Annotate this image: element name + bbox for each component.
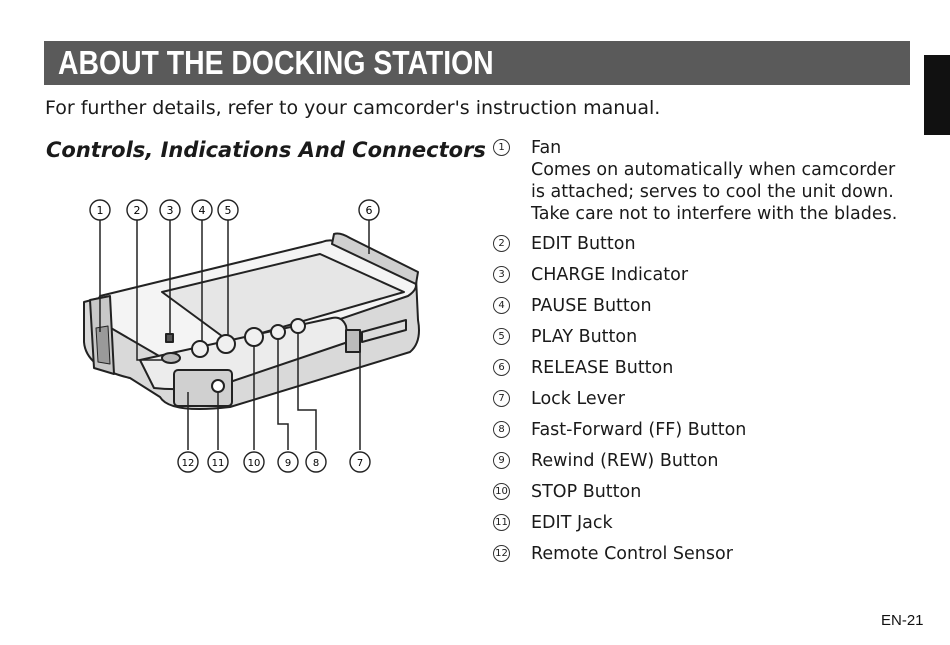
legend-label: PLAY Button [531,327,638,347]
legend-item: 9 Rewind (REW) Button [493,450,913,472]
legend-label: EDIT Jack [531,513,613,533]
callout-2-label: 2 [134,204,141,217]
legend-label: Remote Control Sensor [531,544,733,564]
callout-9: 9 [277,451,299,473]
docking-station-illustration [83,232,420,410]
legend-item: 6 RELEASE Button [493,357,913,379]
legend-label: Rewind (REW) Button [531,451,719,471]
callout-5-label: 5 [225,204,232,217]
callout-1: 1 [89,199,111,221]
legend-label: EDIT Button [531,234,636,254]
callout-11-label: 11 [212,458,225,469]
page-number: EN-21 [881,612,924,629]
callout-8-label: 8 [313,458,319,469]
callout-1-label: 1 [97,204,104,217]
legend-number: 10 [493,483,510,500]
section-heading: Controls, Indications And Connectors [46,138,486,162]
callout-7: 7 [349,451,371,473]
legend-number: 8 [493,421,510,438]
callout-12-label: 12 [182,458,195,469]
legend-item: 10 STOP Button [493,481,913,503]
legend-label: CHARGE Indicator [531,265,689,285]
legend-number: 6 [493,359,510,376]
legend-label: RELEASE Button [531,358,674,378]
legend-item: 11 EDIT Jack [493,512,913,534]
callout-4: 4 [191,199,213,221]
callout-6-label: 6 [366,204,373,217]
docking-station-diagram: 1 2 3 4 5 6 12 11 [83,199,420,473]
legend-item: 7 Lock Lever [493,388,913,410]
legend-label: PAUSE Button [531,296,652,316]
legend-item: 8 Fast-Forward (FF) Button [493,419,913,441]
callout-9-label: 9 [285,458,291,469]
callout-8: 8 [305,451,327,473]
callout-5: 5 [217,199,239,221]
legend-item: 12 Remote Control Sensor [493,543,913,565]
callout-10: 10 [243,451,265,473]
legend-label: Lock Lever [531,389,625,409]
callout-12: 12 [177,451,199,473]
legend-item: 5 PLAY Button [493,326,913,348]
legend-description: Comes on automatically when camcorder is… [531,160,898,224]
title-bar: ABOUT THE DOCKING STATION [44,41,910,85]
legend-label: STOP Button [531,482,642,502]
legend-number: 12 [493,545,510,562]
legend-item: 4 PAUSE Button [493,295,913,317]
intro-text: For further details, refer to your camco… [45,97,661,119]
legend-item: 3 CHARGE Indicator [493,264,913,286]
callouts-bottom: 12 11 10 9 8 7 [177,451,371,473]
callout-6: 6 [358,199,380,221]
page-title: ABOUT THE DOCKING STATION [58,44,494,81]
legend-number: 11 [493,514,510,531]
legend-number: 1 [493,139,510,156]
callout-10-label: 10 [248,458,261,469]
legend-item: 1 Fan Comes on automatically when camcor… [493,137,913,225]
callout-4-label: 4 [199,204,206,217]
legend-item: 2 EDIT Button [493,233,913,255]
section-edge-tab [924,55,950,135]
legend-number: 9 [493,452,510,469]
legend-label: Fast-Forward (FF) Button [531,420,747,440]
callout-11: 11 [207,451,229,473]
callouts-top: 1 2 3 4 5 6 [89,199,380,221]
callout-3-label: 3 [167,204,174,217]
legend-number: 5 [493,328,510,345]
legend-number: 3 [493,266,510,283]
callout-7-label: 7 [357,458,363,469]
legend-number: 4 [493,297,510,314]
legend-number: 7 [493,390,510,407]
leader-lines [99,220,370,450]
controls-legend: 1 Fan Comes on automatically when camcor… [493,137,913,565]
legend-number: 2 [493,235,510,252]
legend-label: Fan [531,138,562,158]
callout-2: 2 [126,199,148,221]
callout-3: 3 [159,199,181,221]
